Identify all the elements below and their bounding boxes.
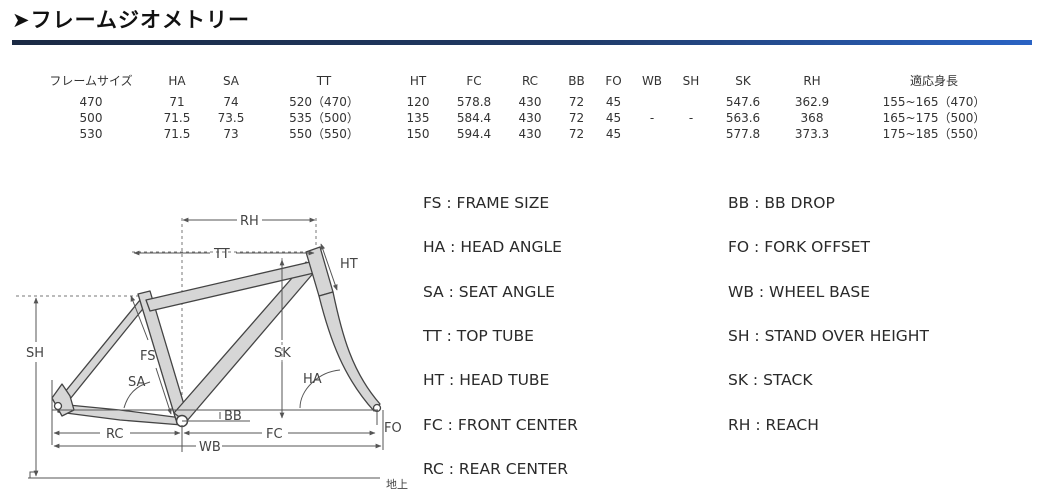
- sa-label: SA: [128, 375, 145, 390]
- legend-fork-offset: FO : FORK OFFSET: [728, 238, 871, 256]
- ground-label: 地上: [386, 478, 408, 491]
- legend-bb-drop: BB : BB DROP: [728, 194, 835, 212]
- fork: [318, 291, 381, 412]
- legend-seat-angle: SA : SEAT ANGLE: [423, 283, 555, 301]
- legend-front-center: FC : FRONT CENTER: [423, 416, 578, 434]
- legend-head-tube: HT : HEAD TUBE: [423, 371, 550, 389]
- fc-label: FC: [266, 427, 283, 442]
- table-cell: 500: [79, 111, 103, 125]
- column-header: RH: [803, 74, 821, 88]
- column-header: BB: [568, 74, 585, 88]
- table-cell: [672, 126, 710, 142]
- table-cell: 547.6: [725, 95, 761, 109]
- rh-label: RH: [240, 214, 259, 229]
- legend-head-angle: HA : HEAD ANGLE: [423, 238, 562, 256]
- table-cell: 577.8: [725, 127, 761, 141]
- table-cell: 530: [79, 127, 103, 141]
- table-row: 500 71.5 73.5 535（500） 135 584.4 430 72 …: [32, 110, 1020, 126]
- rc-label: RC: [106, 427, 123, 442]
- table-cell: 150: [406, 127, 430, 141]
- rear-dropout: [51, 383, 75, 417]
- table-cell: 550（550）: [289, 127, 359, 141]
- column-header: フレームサイズ: [49, 74, 133, 88]
- bike-frame: [51, 246, 381, 426]
- column-header: FC: [466, 74, 482, 88]
- ground-tick: [29, 471, 38, 478]
- table-cell: 74: [223, 95, 239, 109]
- table-cell: 563.6: [725, 111, 761, 125]
- table-cell: -: [688, 111, 694, 125]
- table-cell: [672, 94, 710, 110]
- table-cell: 135: [406, 111, 430, 125]
- table-cell: 584.4: [456, 111, 492, 125]
- table-cell: 45: [605, 127, 622, 141]
- table-cell: 71.5: [163, 127, 191, 141]
- rear-axle: [53, 401, 63, 411]
- column-header: HA: [168, 74, 186, 88]
- column-header: FO: [605, 74, 622, 88]
- table-cell: 72: [568, 111, 585, 125]
- table-row: 470 71 74 520（470） 120 578.8 430 72 45 5…: [32, 94, 1020, 110]
- table-cell: 73: [223, 127, 239, 141]
- table-cell: -: [649, 111, 655, 125]
- column-header: HT: [409, 74, 427, 88]
- table-cell: 373.3: [794, 127, 830, 141]
- column-header: RC: [521, 74, 539, 88]
- legend-rear-center: RC : REAR CENTER: [423, 460, 569, 478]
- column-header: SA: [222, 74, 240, 88]
- tt-label: TT: [213, 247, 230, 262]
- legend-reach: RH : REACH: [728, 416, 819, 434]
- table-cell: 430: [518, 127, 542, 141]
- table-cell: 368: [800, 111, 824, 125]
- title-underline: [12, 40, 1032, 45]
- column-header: TT: [316, 74, 332, 88]
- fs-label: FS: [140, 349, 156, 364]
- table-cell: 470: [79, 95, 103, 109]
- column-header: SK: [735, 74, 751, 88]
- ht-label: HT: [340, 257, 358, 272]
- table-cell: 520（470）: [289, 95, 359, 109]
- table-cell: 430: [518, 95, 542, 109]
- ha-label: HA: [303, 372, 322, 387]
- table-cell: 535（500）: [289, 111, 359, 125]
- table-cell: 175~185（550）: [882, 127, 986, 141]
- column-header: SH: [682, 74, 700, 88]
- table-cell: 71.5: [163, 111, 191, 125]
- table-header-row: フレームサイズ HA SA TT HT FC RC BB FO WB SH SK…: [32, 72, 1020, 94]
- chainstay: [57, 403, 183, 426]
- legend-wheel-base: WB : WHEEL BASE: [728, 283, 871, 301]
- table-cell: 430: [518, 111, 542, 125]
- table-cell: 73.5: [217, 111, 245, 125]
- legend-stack: SK : STACK: [728, 371, 813, 389]
- frame-geometry-diagram: RH TT HT SH FS SA SK HA BB RC FC WB FO 地…: [16, 214, 408, 491]
- table-cell: 165~175（500）: [882, 111, 986, 125]
- table-cell: 72: [568, 95, 585, 109]
- table-cell: 362.9: [794, 95, 830, 109]
- legend-frame-size: FS : FRAME SIZE: [423, 194, 550, 212]
- wb-label: WB: [199, 440, 221, 455]
- geometry-table: フレームサイズ HA SA TT HT FC RC BB FO WB SH SK…: [32, 72, 1020, 142]
- legend-stand-over-height: SH : STAND OVER HEIGHT: [728, 327, 929, 345]
- table-cell: 45: [605, 95, 622, 109]
- fo-label: FO: [384, 421, 402, 436]
- table-cell: [632, 94, 672, 110]
- table-cell: 72: [568, 127, 585, 141]
- column-header: 適応身長: [909, 74, 958, 88]
- legend-top-tube: TT : TOP TUBE: [423, 327, 534, 345]
- sh-label: SH: [26, 346, 44, 361]
- dimension-arrows: [33, 217, 382, 477]
- table-cell: 120: [406, 95, 430, 109]
- bb-label: BB: [224, 409, 242, 424]
- page-title: ➤フレームジオメトリー: [12, 8, 250, 32]
- table-cell: 45: [605, 111, 622, 125]
- column-header: WB: [641, 74, 663, 88]
- table-row: 530 71.5 73 550（550） 150 594.4 430 72 45…: [32, 126, 1020, 142]
- table-cell: 155~165（470）: [882, 95, 986, 109]
- table-cell: 578.8: [456, 95, 492, 109]
- table-cell: [632, 126, 672, 142]
- table-cell: 594.4: [456, 127, 492, 141]
- table-cell: 71: [169, 95, 185, 109]
- sk-label: SK: [274, 346, 291, 361]
